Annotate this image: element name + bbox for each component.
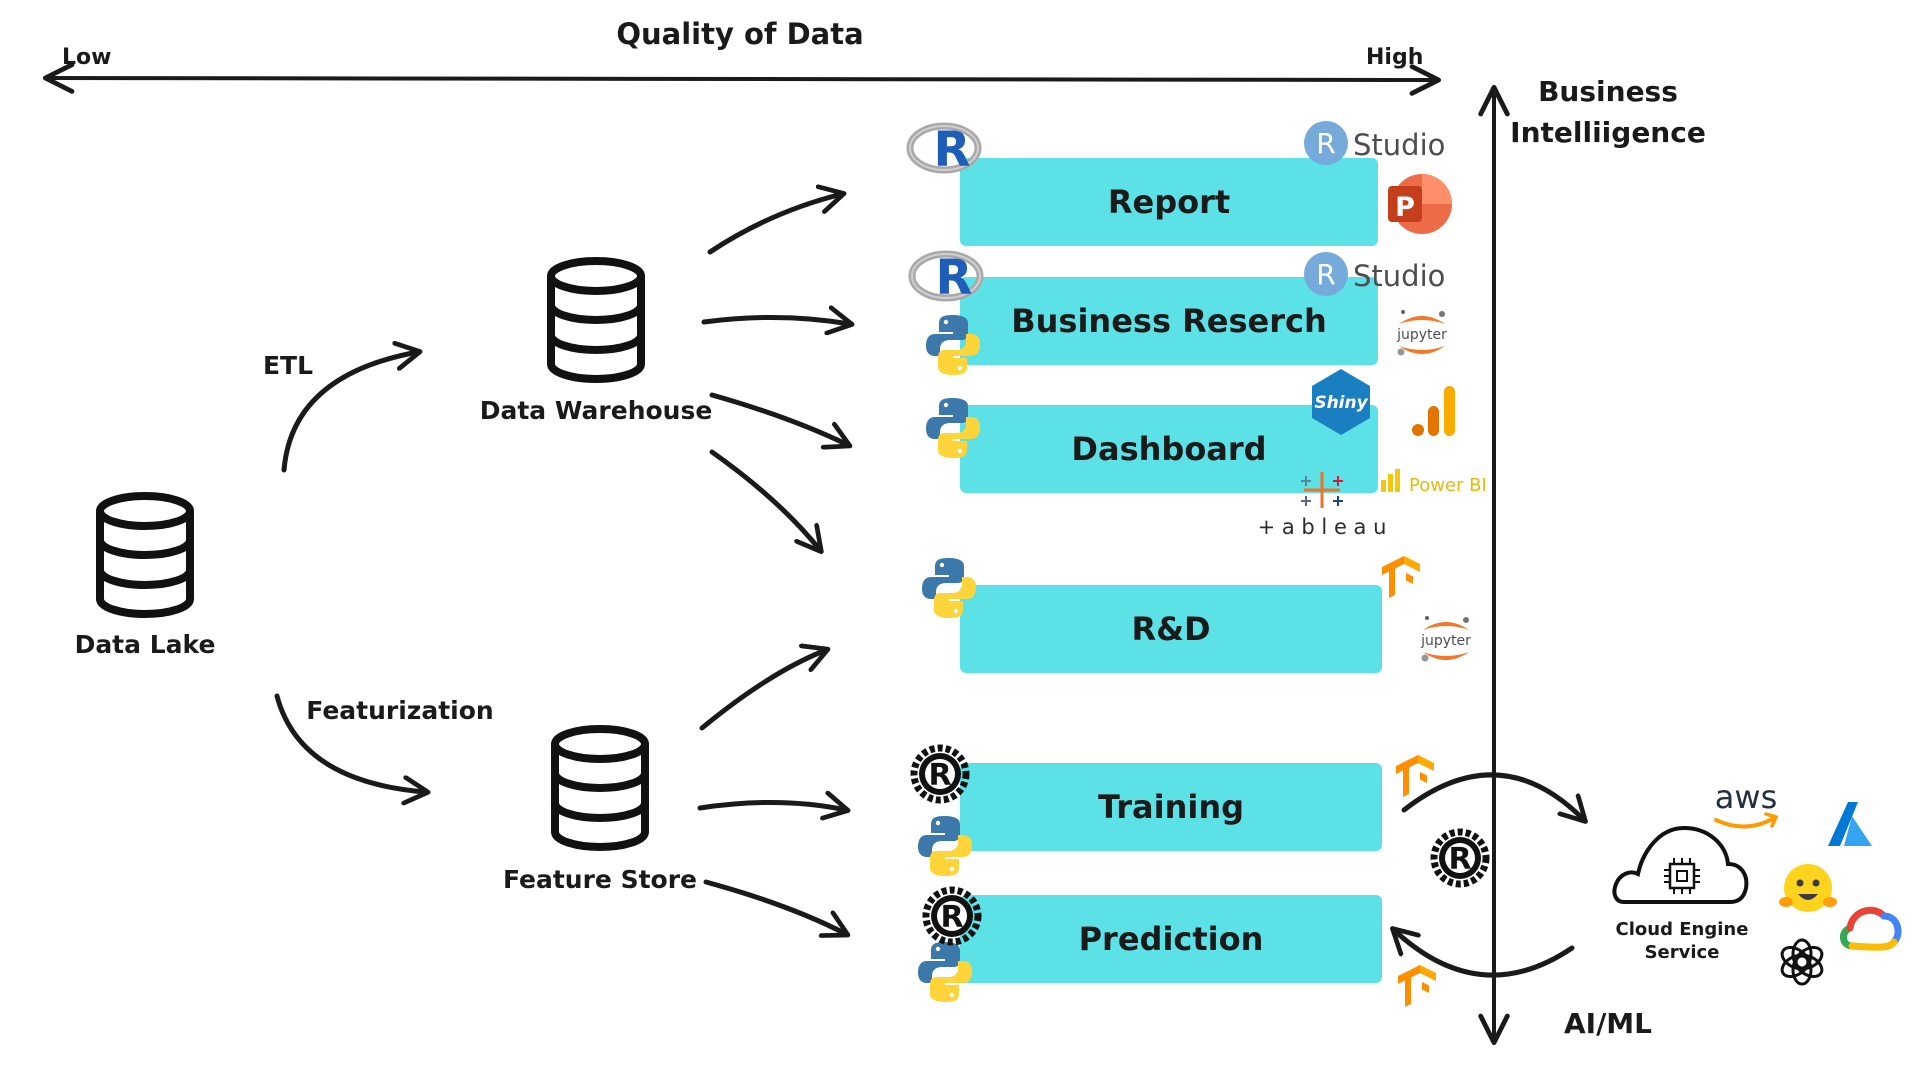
prediction-box[interactable] xyxy=(960,895,1382,983)
database-icon xyxy=(551,725,649,851)
azure-icon xyxy=(1828,802,1872,846)
openai-icon xyxy=(1780,938,1824,986)
tensorflow-icon xyxy=(1398,965,1436,1007)
etl-label: ETL xyxy=(263,351,313,380)
rust-r-icon: R xyxy=(1434,832,1486,884)
bi-axis-bottom-label: AI/ML xyxy=(1564,1007,1652,1040)
r-letter: R xyxy=(934,122,971,178)
business-research-label: Business Reserch xyxy=(1011,302,1327,340)
report-label: Report xyxy=(1108,183,1230,221)
featurestore-to-rnd-arrow xyxy=(699,650,826,731)
bi-axis-top-label-line2: Intelliigence xyxy=(1510,116,1706,149)
featurestore-to-prediction-arrow xyxy=(703,879,846,934)
flow-arrows xyxy=(274,194,1584,978)
data-warehouse-label: Data Warehouse xyxy=(480,396,713,425)
dashboard-label: Dashboard xyxy=(1071,430,1266,468)
r-letter: R xyxy=(928,758,951,793)
featurestore-to-training-arrow xyxy=(697,802,846,810)
cloud-chip-icon xyxy=(1612,825,1749,904)
powerbi-label: Power BI xyxy=(1409,475,1487,496)
shiny-label: Shiny xyxy=(1314,393,1368,413)
powerpoint-letter: P xyxy=(1395,192,1415,223)
r-letter: R xyxy=(940,900,963,935)
business-research-box[interactable] xyxy=(960,277,1378,365)
powerbi-icon: Power BI xyxy=(1381,469,1487,496)
data-warehouse-node: Data Warehouse xyxy=(480,257,713,425)
warehouse-to-rnd-arrow xyxy=(709,449,820,550)
rnd-box[interactable] xyxy=(960,585,1382,673)
google-cloud-icon xyxy=(1840,906,1902,951)
rstudio-word: Studio xyxy=(1353,259,1445,293)
warehouse-to-report-arrow xyxy=(707,194,842,255)
feature-store-label: Feature Store xyxy=(503,865,697,894)
data-lake-label: Data Lake xyxy=(75,630,216,659)
r-letter: R xyxy=(1448,842,1471,877)
tableau-icon: + a b l e a u xyxy=(1258,472,1387,539)
jupyter-label: jupyter xyxy=(1420,633,1471,649)
database-icon xyxy=(547,257,645,383)
dashboard-box[interactable] xyxy=(960,405,1378,493)
warehouse-to-research-arrow xyxy=(701,317,850,324)
jupyter-label: jupyter xyxy=(1396,327,1447,343)
data-lake-node: Data Lake xyxy=(75,492,216,659)
cloud-engine-label-line2: Service xyxy=(1645,942,1720,963)
cloud-engine-node: Cloud Engine Service xyxy=(1612,825,1749,963)
rstudio-logo-icon: R Studio xyxy=(1304,252,1445,296)
bi-axis-top-label-line1: Business xyxy=(1538,75,1678,108)
r-letter: R xyxy=(936,250,973,306)
cloud-to-prediction-arrow xyxy=(1394,930,1575,978)
jupyter-icon: jupyter xyxy=(1396,310,1447,356)
rust-r-icon: R xyxy=(914,748,966,800)
feature-store-node: Feature Store xyxy=(503,725,697,894)
quality-axis-line xyxy=(42,62,1442,96)
output-boxes: Report Business Reserch Dashboard R&D Tr… xyxy=(960,158,1382,983)
aws-label: aws xyxy=(1715,778,1777,816)
aws-icon: aws xyxy=(1714,778,1779,829)
rstudio-letter: R xyxy=(1316,127,1335,160)
etl-arrow xyxy=(281,352,418,473)
r-logo-icon: R xyxy=(910,122,978,178)
hugging-face-icon xyxy=(1779,864,1837,912)
google-analytics-icon xyxy=(1412,386,1455,436)
rstudio-word: Studio xyxy=(1353,128,1445,162)
rnd-label: R&D xyxy=(1131,610,1210,648)
training-box[interactable] xyxy=(960,763,1382,851)
quality-axis-low-label: Low xyxy=(62,45,111,70)
r-logo-icon: R xyxy=(912,250,980,306)
quality-axis-high-label: High xyxy=(1366,45,1423,70)
warehouse-to-dashboard-arrow xyxy=(709,392,848,445)
prediction-label: Prediction xyxy=(1079,920,1264,958)
featurization-label: Featurization xyxy=(306,696,493,725)
jupyter-icon: jupyter xyxy=(1420,616,1471,662)
report-box[interactable] xyxy=(960,158,1378,246)
rust-r-icon: R xyxy=(926,890,978,942)
tensorflow-icon xyxy=(1382,556,1420,598)
bi-axis: Business Intelliigence AI/ML xyxy=(1478,75,1706,1046)
rstudio-letter: R xyxy=(1316,258,1335,291)
training-to-cloud-arrow xyxy=(1401,772,1584,820)
quality-axis: Quality of Data Low High xyxy=(42,17,1442,96)
database-icon xyxy=(96,492,194,618)
quality-axis-title: Quality of Data xyxy=(616,17,863,51)
training-label: Training xyxy=(1098,788,1244,826)
shiny-icon: Shiny xyxy=(1312,369,1370,435)
featurization-arrow xyxy=(274,693,426,792)
powerpoint-icon: P xyxy=(1388,174,1452,234)
tableau-label: + a b l e a u xyxy=(1258,515,1387,539)
cloud-engine-label-line1: Cloud Engine xyxy=(1616,919,1749,940)
rstudio-logo-icon: R Studio xyxy=(1304,121,1445,165)
